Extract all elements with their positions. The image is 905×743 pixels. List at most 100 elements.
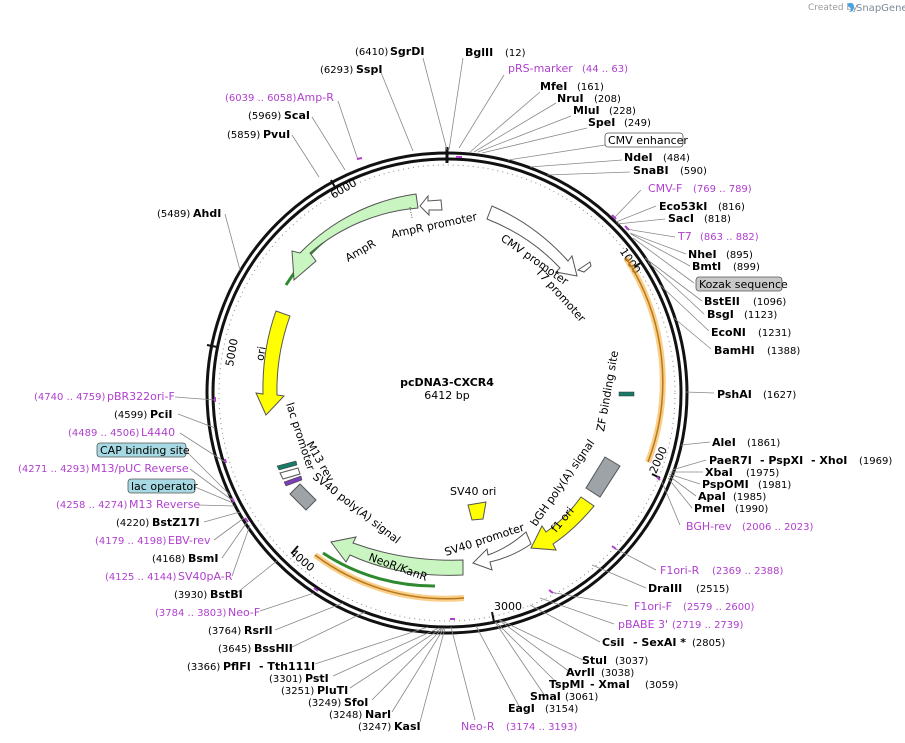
enzyme-alei-pos: (1861) (747, 438, 780, 449)
leader-ahdi (224, 213, 241, 271)
enzyme-tspmi: TspMI (549, 678, 585, 691)
primer-sv40pa-r: SV40pA-R (178, 570, 233, 583)
enzyme-mfei: MfeI (540, 80, 567, 93)
enzyme-eco53ki: Eco53kI (659, 200, 707, 213)
leader-sfoi (371, 627, 444, 701)
label-zf-binding-site: ZF binding site (594, 350, 621, 433)
leader-l4440 (179, 432, 226, 463)
tick-4000: 4000 (287, 546, 317, 574)
inner-ruler (218, 164, 676, 622)
enzyme-pshai-pos: (1627) (763, 390, 796, 401)
leader-f1ori-f (549, 591, 629, 607)
enzyme-nari: NarI (365, 708, 391, 721)
enzyme-spei: SpeI (588, 116, 615, 129)
enzyme-sgrdi-pos: (6410) (355, 47, 388, 58)
enzyme-psti-pos: (3301) (269, 674, 302, 685)
leader-avrii (498, 619, 571, 673)
leader-f1ori-r (613, 547, 657, 571)
enzyme-kasi-pos: (3247) (358, 722, 391, 733)
leader-neo-r (450, 626, 476, 721)
marker-cmv-f (611, 214, 617, 220)
leader-pflfi (314, 626, 429, 665)
enzyme-csii: CsiI (602, 636, 624, 649)
leader-econi (659, 284, 710, 332)
credit-brand: SnapGene (856, 3, 905, 14)
leader-m13-puc (189, 468, 233, 501)
enzyme-pflfi-pos: (3366) (187, 662, 220, 673)
leader-neo-f (259, 592, 315, 612)
enzyme-pcii-pos: (4599) (114, 410, 147, 421)
leader-pbabe (539, 597, 615, 625)
enzyme-avrii-pos: (3038) (601, 668, 634, 679)
enzyme-labels-left: (6410) SgrDI (6293) SspI (5969) ScaI (58… (114, 45, 424, 733)
enzyme-bsshii-pos: (3645) (218, 644, 251, 655)
enzyme-ahdi: AhdI (193, 207, 221, 220)
neor-gene-line (322, 551, 436, 588)
primer-f1ori-f: F1ori-F (634, 600, 672, 613)
tick-5000: 5000 (223, 338, 241, 368)
enzyme-nrui-pos: (208) (594, 94, 621, 105)
enzyme-smai-pos: (3061) (565, 692, 598, 703)
neor-kanr-shape (330, 536, 464, 576)
f1-ori-shape (530, 496, 595, 551)
enzyme-spei-pos: (249) (624, 118, 651, 129)
insert-arcs (313, 256, 666, 602)
leader-bstz17i (203, 511, 241, 523)
enzyme-mlui: MluI (573, 104, 600, 117)
leader-nari (391, 627, 445, 713)
enzyme-bstbi: BstBI (210, 588, 243, 601)
enzyme-bglii-pos: (12) (505, 48, 526, 59)
cmv-promoter-shape (486, 205, 578, 277)
primer-prs-marker: pRS-marker (508, 62, 573, 75)
leader-eco53ki (615, 205, 657, 223)
ampr-promoter-shape (419, 194, 443, 217)
leader-t7 (625, 228, 676, 238)
leader-bsmi (221, 521, 248, 559)
primer-f1ori-r-pos: (2369 .. 2388) (712, 566, 784, 577)
enzyme-paer7i: PaeR7I (709, 454, 752, 467)
sv40-promoter-shape (472, 531, 532, 571)
enzyme-pmei-pos: (1990) (735, 504, 768, 515)
enzyme-apai-pos: (1985) (733, 492, 766, 503)
enzyme-snabi: SnaBI (633, 164, 669, 177)
enzyme-alei: AleI (712, 436, 736, 449)
enzyme-mlui-pos: (228) (609, 106, 636, 117)
leader-pbr322ori-f (174, 396, 216, 401)
leader-spei (481, 127, 588, 154)
primer-m13-reverse-pos: (4258 .. 4274) (56, 500, 128, 511)
primer-neo-f: Neo-F (228, 606, 260, 619)
enzyme-bamhi: BamHI (714, 344, 755, 357)
enzyme-xbai-pos: (1975) (746, 468, 779, 479)
enzyme-scai-pos: (5969) (248, 111, 281, 122)
leader-alei (680, 441, 711, 446)
enzyme-pflfi: PflFI (223, 660, 251, 673)
enzyme-sspi-pos: (6293) (320, 65, 353, 76)
enzyme-bsshii: BssHII (254, 642, 293, 655)
primer-f1ori-f-pos: (2579 .. 2600) (683, 602, 755, 613)
t7-promoter-shape (576, 261, 592, 273)
enzyme-sspi: SspI (356, 63, 382, 76)
enzyme-xhoi: - XhoI (811, 454, 847, 467)
leader-amp-r (337, 100, 359, 161)
leader-ndei (529, 159, 623, 168)
box-cmv-enhancer (604, 132, 684, 148)
lac-promoter-shape (279, 467, 301, 480)
leader-snabi (546, 171, 631, 176)
primer-neo-f-pos: (3784 .. 3803) (155, 608, 227, 619)
primer-m13-reverse: M13 Reverse (129, 498, 200, 511)
enzyme-draiii-pos: (2515) (696, 584, 729, 595)
marker-f1ori-f (548, 589, 554, 594)
primer-ebv-rev: EBV-rev (168, 534, 211, 547)
primer-l4440: L4440 (141, 426, 175, 439)
enzyme-bsgi-pos: (1123) (744, 310, 777, 321)
enzyme-rsrii-pos: (3764) (208, 626, 241, 637)
primer-l4440-pos: (4489 .. 4506) (68, 428, 140, 439)
leader-kasi (419, 627, 446, 723)
leader-sgrdi (422, 57, 448, 151)
leader-pshai (685, 391, 715, 394)
primer-t7-pos: (863 .. 882) (700, 232, 759, 243)
ampr-stripe (409, 206, 413, 219)
leader-paer7i (671, 459, 707, 471)
enzyme-econi: EcoNI (711, 326, 746, 339)
leader-bsteii (644, 257, 703, 302)
